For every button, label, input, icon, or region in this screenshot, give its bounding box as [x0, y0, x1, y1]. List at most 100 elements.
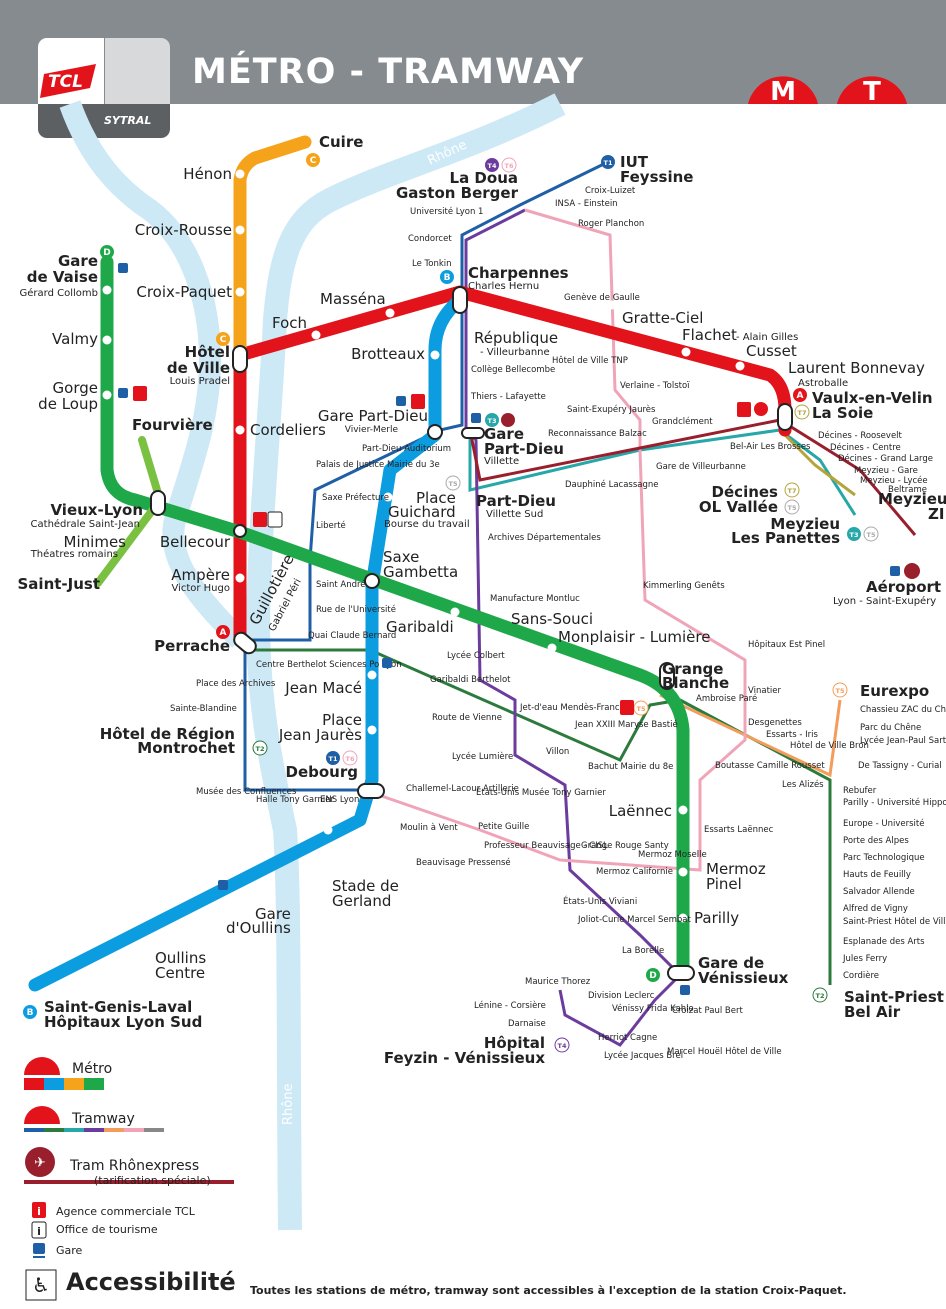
label-jean-jaures: Place: [322, 711, 362, 729]
label-pdieu-vivier-sub: Vivier-Merle: [345, 425, 399, 435]
stop-label: Vénissy Frida Kahlo: [612, 1003, 694, 1014]
label-saint-priest2: Bel Air: [844, 1003, 901, 1021]
legend-rhonexpress-label: Tram Rhônexpress: [69, 1158, 199, 1174]
stop-label: Les Alizés: [782, 779, 824, 790]
stop-label: Jean XXIII Maryse Bastié: [574, 719, 678, 730]
stop-label: Hôpitaux Est Pinel: [748, 639, 825, 650]
label-cusset: Cusset: [746, 342, 797, 360]
label-bonnevay-sub: Astroballe: [798, 378, 848, 389]
label-saxe: Saxe: [383, 548, 419, 566]
label-iut2: Feyssine: [620, 168, 693, 186]
stop-label: Meyzieu - Lycée: [860, 475, 928, 486]
legend-agence-label: Agence commerciale TCL: [56, 1205, 196, 1218]
stop-label: Verlaine - Tolstoï: [620, 381, 690, 391]
tram-line-t5: [659, 693, 842, 778]
label-eurexpo: Eurexpo: [860, 682, 929, 700]
label-croix-rousse: Croix-Rousse: [135, 221, 232, 239]
interchange-gare-part-dieu: [461, 427, 485, 439]
label-vieux-lyon: Vieux-Lyon: [50, 501, 143, 519]
svg-text:✈: ✈: [34, 1155, 46, 1171]
label-hdv2: de Ville: [167, 359, 230, 377]
label-grange: Grange: [662, 660, 723, 678]
label-meyzieu-pan2: Les Panettes: [731, 529, 840, 547]
label-decines2: OL Vallée: [699, 498, 778, 516]
stop-label: Hôtel de Ville Bron: [790, 740, 869, 751]
label-guichard: Place: [416, 489, 456, 507]
label-valmy: Valmy: [52, 330, 98, 348]
stop-label: Saint André: [316, 579, 366, 590]
stop-label: Croizat Paul Bert: [672, 1006, 743, 1016]
label-pdieu-vivier: Gare Part-Dieu: [318, 407, 428, 425]
tourisme-icon: i: [31, 1221, 47, 1239]
stop-label: Condorcet: [408, 234, 452, 244]
legend-gare-label: Gare: [56, 1244, 83, 1257]
stop-label: Jules Ferry: [842, 954, 887, 964]
train-icon: [218, 880, 228, 890]
interchange-charpennes: [452, 286, 468, 314]
accessibility-title: Accessibilité: [66, 1268, 236, 1296]
stop-label: Liberté: [316, 520, 346, 531]
label-garibaldi: Garibaldi: [386, 618, 454, 636]
stop-label: Cordière: [843, 970, 879, 981]
station-dots: [102, 169, 745, 945]
label-ampere: Ampère: [171, 566, 230, 584]
label-republique-sub: - Villeurbanne: [480, 347, 550, 358]
legend-tram-label: Tramway: [71, 1111, 135, 1127]
marker-t2-region: T2: [256, 745, 265, 753]
legend-metro-icon: [24, 1057, 60, 1075]
stop-label: Vinatier: [748, 686, 782, 696]
label-fourviere: Fourvière: [132, 416, 213, 434]
stop-label: Boutasse Camille Rousset: [715, 761, 825, 771]
station-labels: Cuire Hénon Croix-Rousse Croix-Paquet Hô…: [18, 133, 946, 1067]
stop-label: Hauts de Feuilly: [843, 870, 911, 880]
label-gerland2: Gerland: [332, 892, 391, 910]
stop-label: Dauphiné Lacassagne: [565, 479, 659, 490]
marker-d-vaise: D: [103, 248, 110, 258]
stop-label: Sainte-Blandine: [170, 704, 237, 714]
train-icon: [382, 658, 392, 668]
label-jean-jaures2: Jean Jaurès: [278, 726, 362, 744]
train-icon: [118, 263, 128, 273]
stop-label: Darnaise: [508, 1019, 546, 1029]
rhonexpress-icon: [904, 563, 920, 579]
stop-label: Lycée Jacques Brel: [604, 1050, 683, 1061]
marker-a-vaulx: A: [797, 391, 804, 401]
stop-label: Saxe Préfecture: [322, 492, 389, 503]
marker-t4-feyzin: T4: [558, 1042, 567, 1050]
stop-label: INSA - Einstein: [555, 199, 618, 209]
stop-label: Place des Archives: [196, 679, 276, 689]
label-oullins-centre2: Centre: [155, 964, 205, 982]
legend-tram-icon: [24, 1106, 60, 1124]
interchange-venissieux: [667, 965, 695, 981]
interchange-bellecour: [233, 524, 247, 538]
label-sgl2: Hôpitaux Lyon Sud: [44, 1013, 202, 1031]
interchange-perrache: [233, 631, 257, 655]
stop-label: Halle Tony Garnier: [256, 795, 334, 805]
train-icon: [890, 566, 900, 576]
label-gare-pdieu-sub: Villette: [484, 456, 519, 467]
label-laennec: Laënnec: [609, 802, 672, 820]
rivers: Rhône Saône Rhône: [59, 93, 566, 1231]
label-gare-pdieu: Gare: [484, 425, 524, 443]
label-sgl: Saint-Genis-Laval: [44, 998, 192, 1016]
stop-label: Lénine - Corsière: [474, 1000, 546, 1011]
metro-line-d: [100, 255, 690, 979]
interchange-vaulx: [777, 403, 793, 431]
stop-label: Herriot Cagne: [598, 1033, 657, 1043]
tram-line-t6: [369, 208, 747, 872]
stop-label: Essarts Laënnec: [704, 825, 774, 835]
marker-a-vaulx2: [754, 402, 768, 416]
marker-t5-meyzieu: T5: [867, 531, 876, 539]
label-hopital: Hôpital: [484, 1034, 545, 1052]
marker-d-venissieux: D: [649, 971, 656, 981]
label-pdieu-sud-sub: Villette Sud: [486, 509, 543, 520]
stop-label: Mermoz Californie: [596, 867, 673, 877]
label-venissieux: Gare de: [698, 954, 764, 972]
stop-label: Hôtel de Ville TNP: [552, 355, 628, 366]
label-aeroport: Aéroport: [866, 578, 941, 596]
marker-t1-debourg: T1: [329, 755, 338, 763]
tram-badge-text: T: [863, 77, 881, 107]
label-oullins-gare: Gare: [255, 905, 291, 923]
stop-label: De Tassigny - Curial: [858, 761, 942, 771]
label-massena: Masséna: [320, 290, 386, 308]
